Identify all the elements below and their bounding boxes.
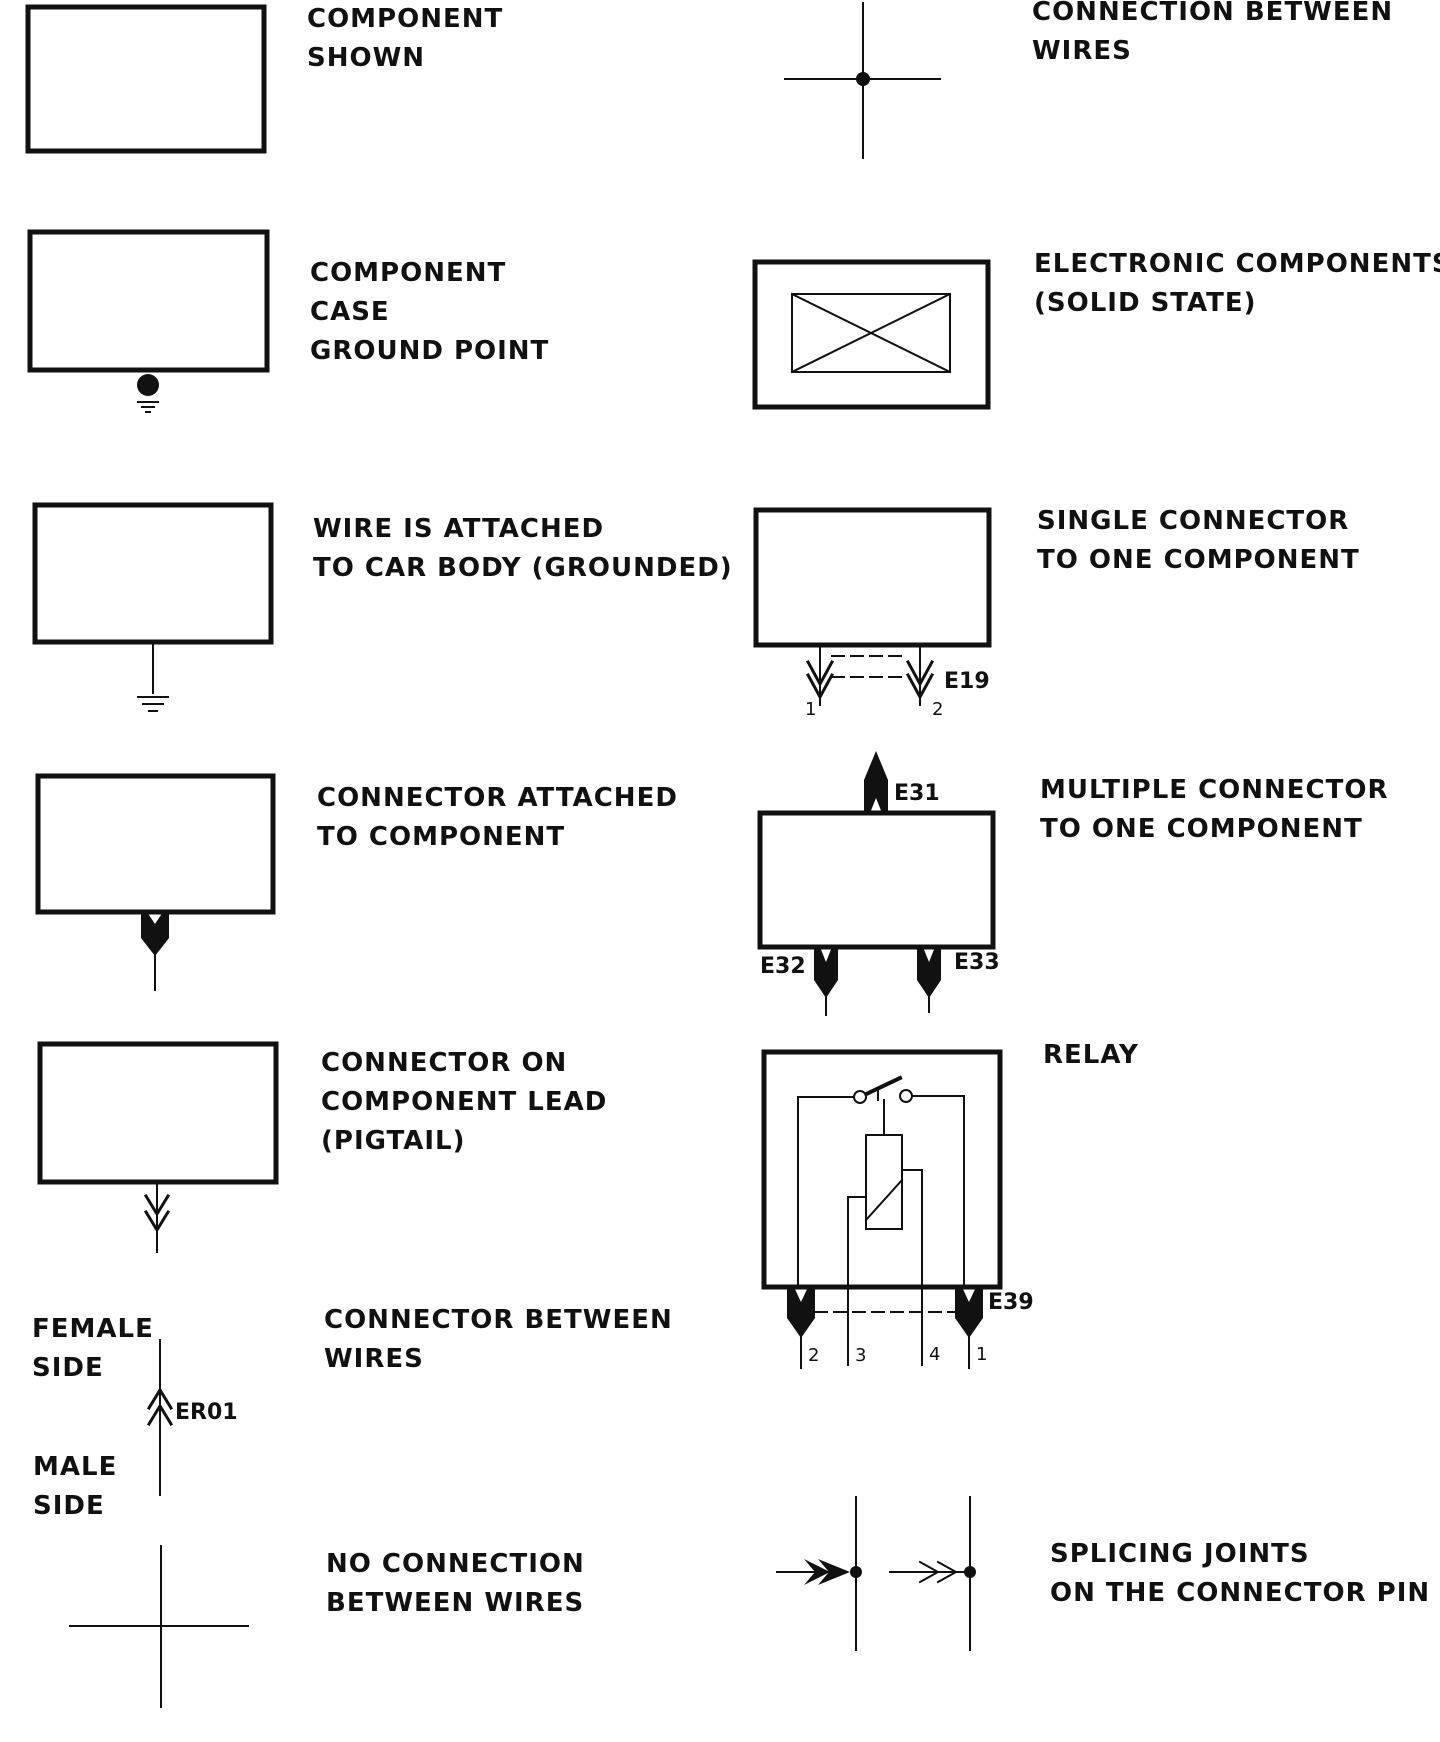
label-female-side: FEMALE SIDE	[32, 1314, 154, 1383]
connector-code-er01: ER01	[175, 1400, 238, 1425]
label-component-case-ground-point: COMPONENT CASE GROUND POINT	[310, 258, 550, 366]
pin-number: 1	[976, 1344, 988, 1365]
component-shown-box	[25, 4, 267, 154]
wire-junction-symbol	[784, 2, 941, 159]
label-relay: RELAY	[1043, 1040, 1139, 1070]
label-connector-on-component-lead: CONNECTOR ON COMPONENT LEAD (PIGTAIL)	[321, 1048, 608, 1156]
label-electronic-components: ELECTRONIC COMPONENTS (SOLID STATE)	[1034, 249, 1440, 318]
label-no-connection-between-wires: NO CONNECTION BETWEEN WIRES	[326, 1549, 585, 1618]
connector-code-e32: E32	[760, 954, 806, 979]
label-component-shown: COMPONENT SHOWN	[307, 4, 504, 73]
multiple-connector-symbol	[757, 751, 996, 1016]
label-connector-attached-to-component: CONNECTOR ATTACHED TO COMPONENT	[317, 783, 678, 852]
attached-connector-symbol	[35, 773, 276, 991]
pigtail-connector-symbol	[37, 1041, 279, 1253]
pin-number: 1	[805, 699, 817, 720]
label-single-connector: SINGLE CONNECTOR TO ONE COMPONENT	[1037, 506, 1360, 575]
connector-code-e33: E33	[954, 950, 1000, 975]
label-multiple-connector: MULTIPLE CONNECTOR TO ONE COMPONENT	[1040, 775, 1389, 844]
solid-state-component-symbol	[752, 259, 991, 410]
case-ground-symbol	[27, 229, 270, 413]
label-connection-between-wires: CONNECTION BETWEEN WIRES	[1032, 0, 1394, 66]
label-splicing-joints: SPLICING JOINTS ON THE CONNECTOR PIN	[1050, 1539, 1431, 1608]
in-line-connector-symbol	[146, 1339, 174, 1496]
splice-joint-symbol	[776, 1496, 976, 1651]
pin-number: 2	[808, 1345, 820, 1366]
pin-number: 4	[929, 1344, 941, 1365]
connector-code-e39: E39	[988, 1290, 1034, 1315]
pin-number: 2	[932, 699, 944, 720]
label-male-side: MALE SIDE	[33, 1452, 118, 1521]
relay-symbol	[761, 1049, 1003, 1369]
label-connector-between-wires: CONNECTOR BETWEEN WIRES	[324, 1305, 673, 1374]
car-body-ground-symbol	[32, 502, 274, 712]
connector-code-e19: E19	[944, 669, 990, 694]
connector-code-e31: E31	[894, 781, 940, 806]
single-connector-symbol	[753, 507, 992, 706]
pin-number: 3	[855, 1345, 867, 1366]
label-wire-attached-to-car-body: WIRE IS ATTACHED TO CAR BODY (GROUNDED)	[313, 514, 733, 583]
wire-crossing-symbol	[69, 1545, 249, 1708]
